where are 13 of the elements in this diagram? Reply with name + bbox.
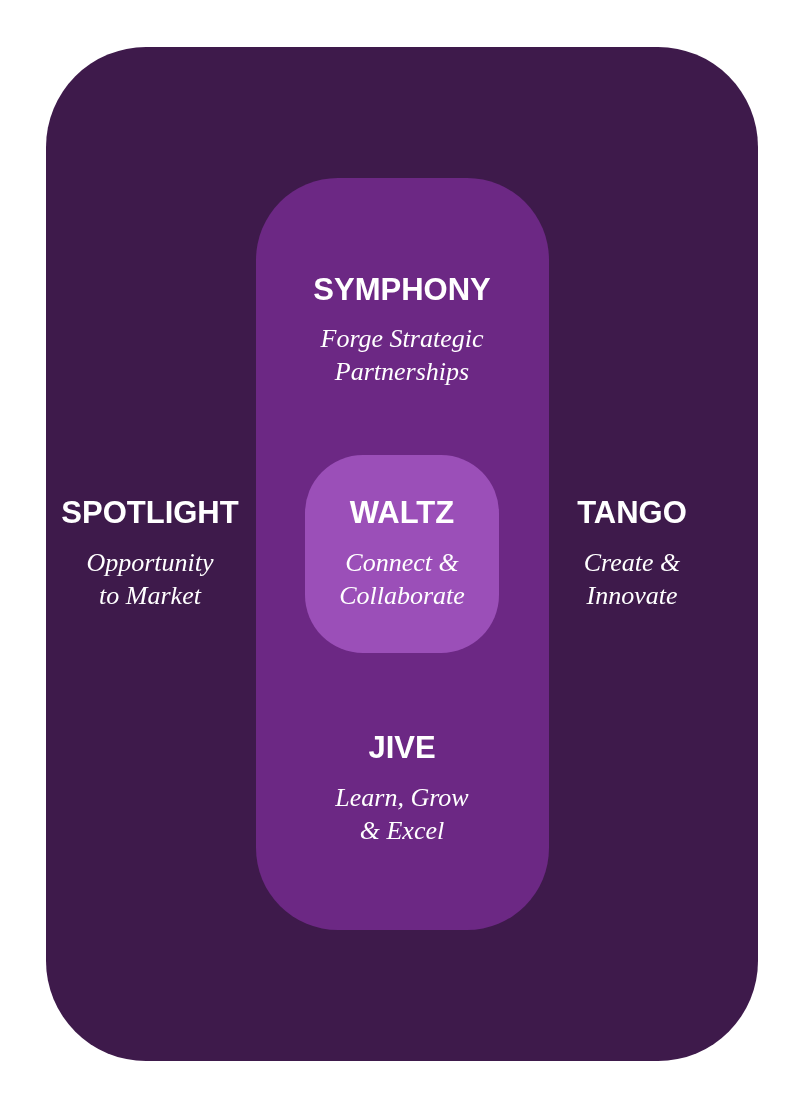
center-pill — [305, 455, 499, 653]
section-heading: TANGO — [576, 495, 688, 531]
section-subtitle: Connect & Collaborate — [338, 547, 466, 612]
section-subtitle: Forge Strategic Partnerships — [319, 323, 485, 388]
section-subtitle: Learn, Grow & Excel — [334, 782, 470, 847]
pill-panel — [256, 178, 549, 930]
section-heading: SYMPHONY — [312, 272, 492, 308]
section-subtitle: Opportunity to Market — [85, 547, 215, 612]
section-subtitle: Create & Innovate — [582, 547, 682, 612]
section-heading: WALTZ — [348, 495, 456, 531]
section-heading: SPOTLIGHT — [60, 495, 240, 531]
outer-panel — [46, 47, 758, 1061]
section-heading: JIVE — [367, 730, 437, 766]
